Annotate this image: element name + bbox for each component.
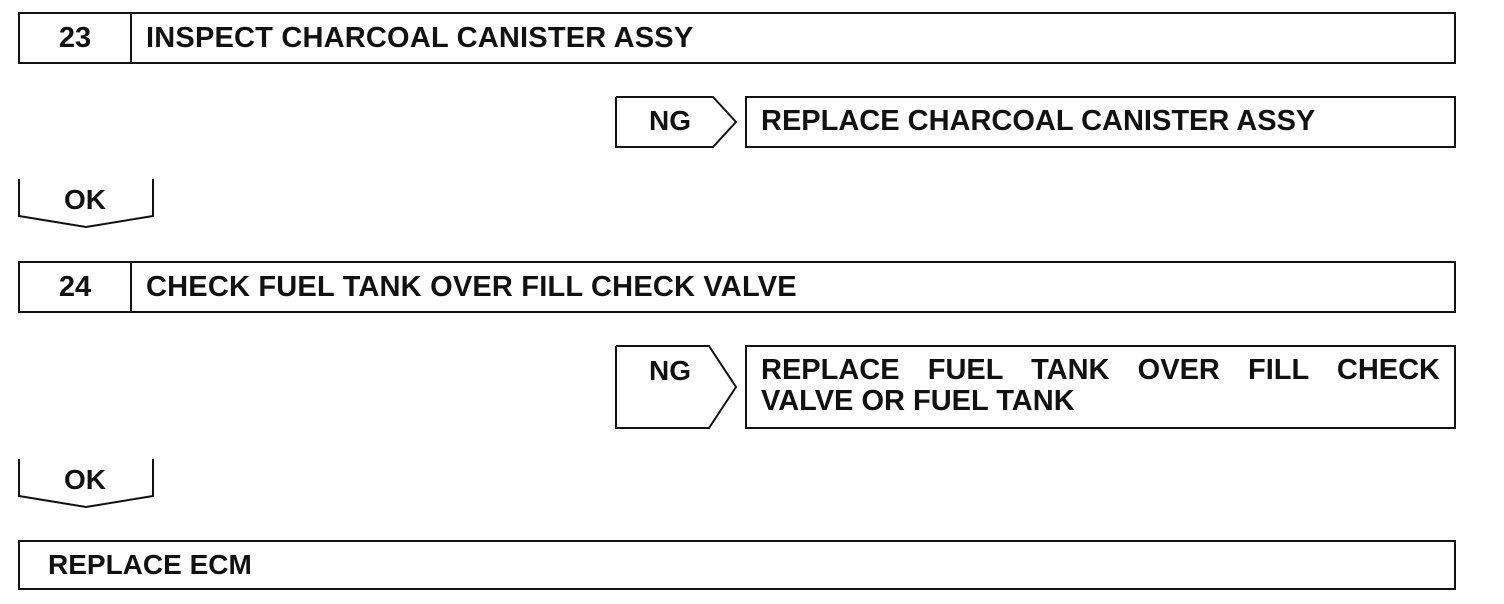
ng-arrow-tag: NG [615,345,737,429]
final-action-box: REPLACE ECM [18,540,1456,590]
ng-result-box: REPLACE FUEL TANK OVER FILL CHECK VALVE … [745,345,1456,429]
ok-arrow-tag: OK [18,178,156,228]
ng-result-box: REPLACE CHARCOAL CANISTER ASSY [745,96,1456,148]
ok-arrow-shape [18,179,154,228]
ng-label: NG [649,355,691,386]
ng-arrow-shape [615,345,737,429]
ng-arrow-shape [615,96,737,148]
step-23-box: 23 INSPECT CHARCOAL CANISTER ASSY [18,12,1456,64]
ok-arrow-tag: OK [18,458,156,508]
step-24-box: 24 CHECK FUEL TANK OVER FILL CHECK VALVE [18,261,1456,313]
ng-label: NG [649,105,691,136]
ok-label: OK [64,184,106,215]
step-title: INSPECT CHARCOAL CANISTER ASSY [146,21,694,54]
step-number: 23 [20,14,132,62]
ok-label: OK [64,464,106,495]
step-number: 24 [20,263,132,311]
ng-result-line: REPLACE FUEL TANK OVER FILL CHECK [761,354,1440,386]
ok-arrow-shape [18,459,154,508]
ng-arrow-tag: NG [615,96,737,148]
ng-result-line: VALVE OR FUEL TANK [761,385,1075,417]
step-title: CHECK FUEL TANK OVER FILL CHECK VALVE [146,270,797,303]
